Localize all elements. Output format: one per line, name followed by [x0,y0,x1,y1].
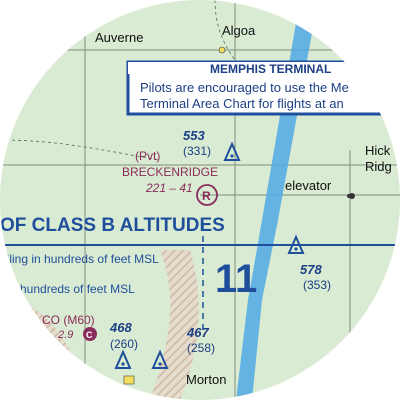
trail-lines [0,0,236,161]
obstacle-msl: 553 [183,128,205,143]
obstacle-icon [287,234,305,254]
elevator-label: elevator [285,178,332,193]
class-b-floor-text: r in hundreds of feet MSL [0,282,135,296]
town-label-hickory-2: Ridg [365,159,392,174]
ceiling-value: 11 [215,257,257,301]
obstacle-553: 553 (331) [183,128,241,161]
obstacle-agl: (331) [183,144,211,158]
left-airport-info: 2.9 [57,329,73,341]
airport-info: 221 – 41 [145,181,193,195]
obstacle-agl: (258) [187,341,215,355]
airport-icon [83,327,97,341]
terminal-banner-line2: Terminal Area Chart for flights at an [140,96,344,111]
obstacle-msl: 468 [109,320,132,335]
terminal-banner-line1: Pilots are encouraged to use the Me [140,80,349,95]
class-b-ceiling-text: eiling in hundreds of feet MSL [0,252,159,266]
town-label-algoa: Algoa [222,23,256,38]
airspace-hatch-band [150,250,199,400]
town-marker [123,375,135,385]
obstacle-msl: 467 [186,325,209,340]
airport-status: (Pvt) [135,149,160,163]
airport-breckenridge: (Pvt) BRECKENRIDGE 221 – 41 R [122,149,218,206]
town-label-morton: Morton [186,372,226,387]
town-label-auverne: Auverne [95,30,143,45]
airport-symbol: R [202,189,211,203]
town-label-hickory-1: Hick [365,143,391,158]
terminal-banner-title: MEMPHIS TERMINAL [210,62,331,76]
class-b-heading: OF CLASS B ALTITUDES [0,215,225,236]
private-airport-icon [196,184,218,206]
airport-name: BRECKENRIDGE [122,165,218,179]
obstacle-468: 468 (260) [109,320,138,369]
obstacle-icon [223,141,241,161]
town-dot-hickory [349,193,355,199]
obstacle-578: 578 (353) [287,234,331,292]
terminal-banner: MEMPHIS TERMINAL Pilots are encouraged t… [126,60,400,116]
left-airport-symbol: C [86,330,93,340]
obstacle-icon [114,349,132,369]
airport-left-m60: CO (M60) 2.9 C [42,313,97,341]
left-airport-name: CO (M60) [42,313,95,327]
elevator-dot [347,194,351,198]
obstacle-467: 467 (258) [151,325,215,369]
town-dot-algoa [218,46,226,54]
obstacle-msl: 578 [300,262,322,277]
obstacle-agl: (260) [110,337,138,351]
obstacle-icon [151,349,169,369]
obstacle-agl: (353) [303,278,331,292]
